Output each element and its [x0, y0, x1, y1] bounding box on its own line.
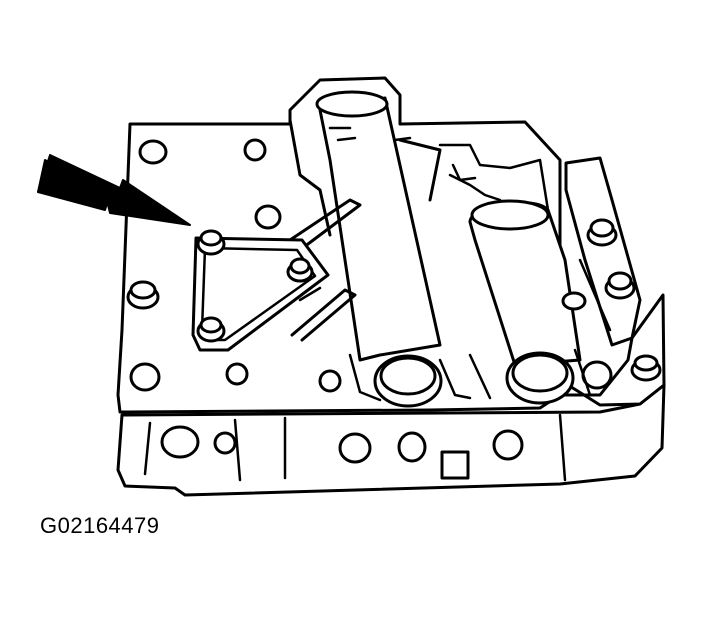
- cover-bolt-right: [286, 257, 314, 283]
- bore-openings: [348, 348, 592, 408]
- pointer-arrow: [37, 154, 191, 226]
- figure-code: G02164479: [40, 513, 160, 538]
- upper-valve-bore: [288, 90, 442, 362]
- cover-plate: [191, 229, 330, 352]
- plate-bolt-left: [126, 280, 160, 310]
- right-side-rib: [561, 156, 642, 347]
- lower-housing: [116, 383, 666, 497]
- right-valve-bore: [438, 143, 582, 367]
- cover-bolt-bottom: [196, 316, 226, 343]
- plate-bolt-right: [630, 354, 662, 382]
- cover-bolt-top: [196, 229, 226, 256]
- diagonal-struts: [288, 198, 362, 342]
